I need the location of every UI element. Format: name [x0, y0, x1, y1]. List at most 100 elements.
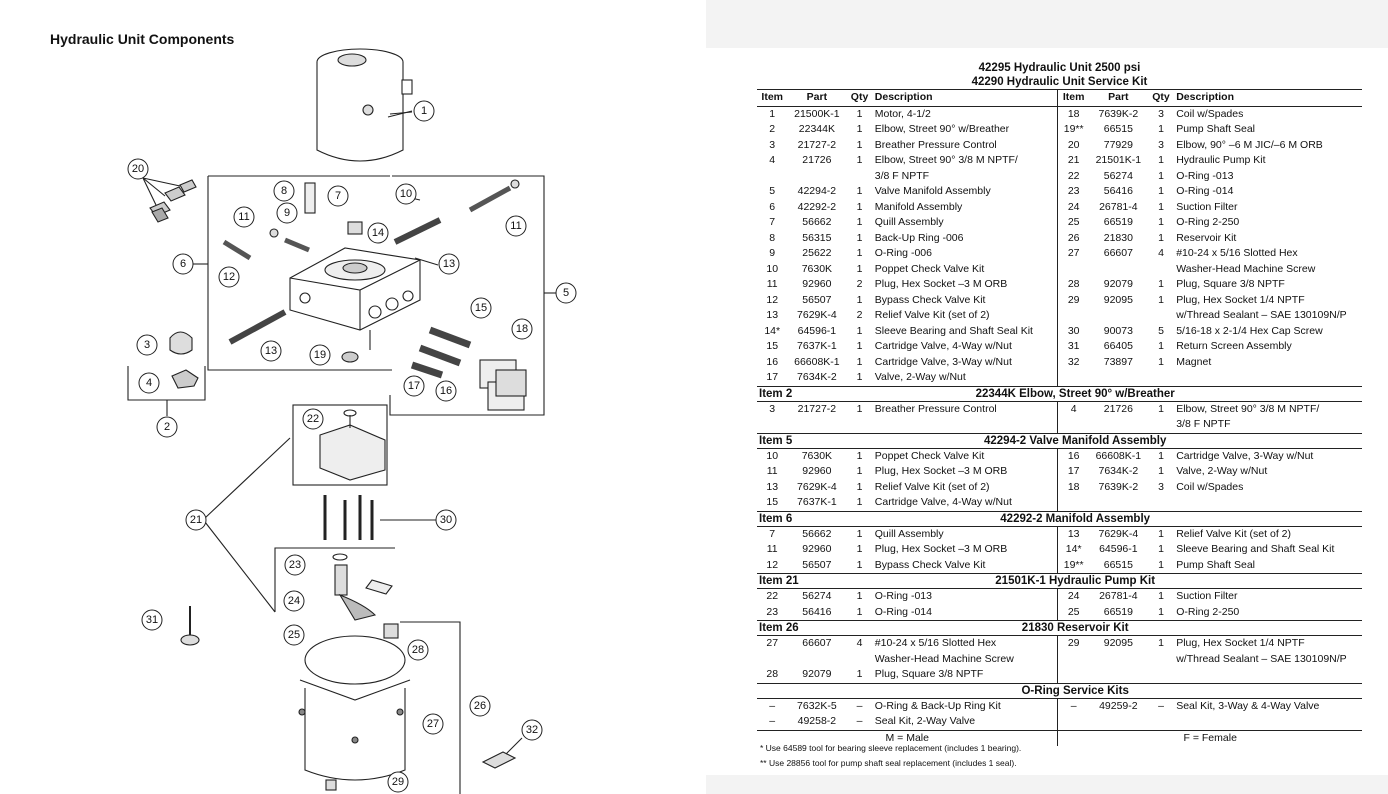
- description-cell: [1174, 370, 1362, 386]
- description-cell: Coil w/Spades: [1176, 107, 1244, 120]
- part-number-cell: 77929: [1103, 138, 1133, 151]
- description-cell: 3/8 F NPTF: [872, 168, 1059, 184]
- description-cell: Sleeve Bearing and Shaft Seal Kit: [1176, 543, 1335, 555]
- part-number-cell: 92095: [1103, 293, 1133, 306]
- description-cell: Back-Up Ring -006: [872, 230, 1059, 246]
- column-header-row: Item Part Qty Description Item Part Qty …: [757, 89, 1362, 107]
- callout-18: 18: [511, 318, 533, 340]
- section-item-label: Item 2: [757, 385, 847, 402]
- qty-cell: –: [856, 699, 863, 712]
- svg-text:9: 9: [284, 207, 290, 219]
- callout-15: 15: [470, 297, 492, 319]
- qty-cell: 1: [1158, 590, 1164, 602]
- svg-text:1: 1: [421, 105, 427, 117]
- qty-cell: 2: [856, 309, 863, 321]
- section-heading: 22344K Elbow, Street 90° w/Breather: [846, 385, 1362, 402]
- section-heading: 42294-2 Valve Manifold Assembly: [846, 432, 1362, 449]
- svg-text:24: 24: [288, 595, 300, 607]
- svg-text:4: 4: [146, 377, 152, 389]
- part-number-cell: [787, 169, 846, 185]
- item-cell: 7: [769, 216, 776, 228]
- svg-text:30: 30: [440, 514, 452, 526]
- item-cell: 16: [1067, 449, 1080, 462]
- callout-11: 11: [233, 206, 255, 228]
- item-cell: 6: [769, 200, 776, 213]
- part-number-cell: 42292-2: [797, 200, 837, 213]
- part-number-cell: 66405: [1103, 340, 1133, 352]
- qty-cell: 1: [856, 480, 863, 493]
- item-cell: 11: [766, 543, 778, 555]
- description-cell: w/Thread Sealant – SAE 130109N/P: [1176, 652, 1347, 665]
- svg-text:13: 13: [443, 258, 455, 270]
- description-cell: #10-24 x 5/16 Slotted Hex: [872, 635, 1059, 652]
- description-cell: [1174, 667, 1362, 683]
- part-number-cell: 92960: [802, 465, 832, 477]
- qty-cell: 1: [1158, 200, 1164, 213]
- qty-cell: 1: [1158, 278, 1164, 290]
- callout-12: 12: [218, 266, 240, 288]
- qty-cell: 1: [856, 465, 863, 477]
- description-cell: Suction Filter: [1176, 200, 1238, 213]
- callout-5: 5: [555, 282, 577, 304]
- qty-cell: 1: [1158, 123, 1164, 135]
- manifold-drawing: [289, 247, 421, 350]
- item-cell: 9: [769, 247, 776, 259]
- parts-table: 42295 Hydraulic Unit 2500 psi 42290 Hydr…: [757, 61, 1362, 746]
- part-number-cell: 66515: [1103, 123, 1133, 135]
- description-cell: 3/8 F NPTF: [1176, 418, 1231, 430]
- qty-cell: 1: [856, 262, 863, 275]
- section-item-label: [757, 682, 847, 699]
- part-number-cell: 56507: [802, 293, 832, 306]
- description-cell: Seal Kit, 2-Way Valve: [872, 714, 1059, 730]
- description-cell: Reservoir Kit: [1176, 231, 1237, 244]
- part-number-cell: 7629K-4: [1098, 527, 1139, 540]
- table-row: 3/8 F NPTF: [757, 417, 1362, 433]
- description-cell: Coil w/Spades: [1176, 480, 1244, 493]
- coils-drawing: [479, 359, 527, 411]
- description-cell: Cartridge Valve, 3-Way w/Nut: [872, 354, 1059, 370]
- svg-text:25: 25: [288, 629, 300, 641]
- part-number-cell: 7630K: [801, 449, 833, 462]
- part-number-cell: 90073: [1103, 324, 1133, 337]
- part-number-cell: 21501K-1: [1095, 154, 1142, 166]
- qty-cell: 1: [1158, 231, 1164, 244]
- callout-11b: 11: [505, 215, 527, 237]
- item-cell: 7: [769, 527, 776, 540]
- svg-text:3: 3: [144, 339, 150, 351]
- diagram-title: Hydraulic Unit Components: [50, 31, 235, 47]
- part-number-cell: [1089, 667, 1148, 683]
- part-number-cell: 56662: [802, 216, 832, 228]
- table-row: –7632K-5–O-Ring & Back-Up Ring Kit–49259…: [757, 698, 1362, 714]
- part-number-cell: 56507: [802, 558, 832, 571]
- callout-29: 29: [387, 771, 409, 793]
- item-cell: 16: [766, 355, 779, 368]
- description-cell: Plug, Hex Socket –3 M ORB: [872, 464, 1059, 480]
- qty-cell: [1148, 652, 1174, 668]
- callout-31: 31: [141, 609, 163, 631]
- qty-cell: 1: [1158, 558, 1164, 571]
- item-cell: [1058, 714, 1089, 730]
- callout-3: 3: [136, 334, 158, 356]
- item-cell: [1058, 667, 1089, 683]
- qty-cell: 1: [1158, 185, 1164, 197]
- table-title-line1: 42295 Hydraulic Unit 2500 psi: [978, 62, 1141, 74]
- description-cell: Elbow, Street 90° w/Breather: [872, 122, 1059, 138]
- part-number-cell: [1089, 495, 1148, 511]
- item-cell: 11: [766, 465, 778, 477]
- part-number-cell: 66519: [1103, 605, 1133, 618]
- footnote-bearing-tool: * Use 64589 tool for bearing sleeve repl…: [760, 743, 1022, 753]
- item-cell: [1058, 262, 1089, 278]
- item-cell: 20: [1067, 138, 1080, 151]
- part-number-cell: 21727-2: [797, 402, 837, 415]
- item-cell: 4: [769, 154, 776, 166]
- qty-cell: [1148, 262, 1174, 278]
- qty-cell: 1: [856, 231, 863, 244]
